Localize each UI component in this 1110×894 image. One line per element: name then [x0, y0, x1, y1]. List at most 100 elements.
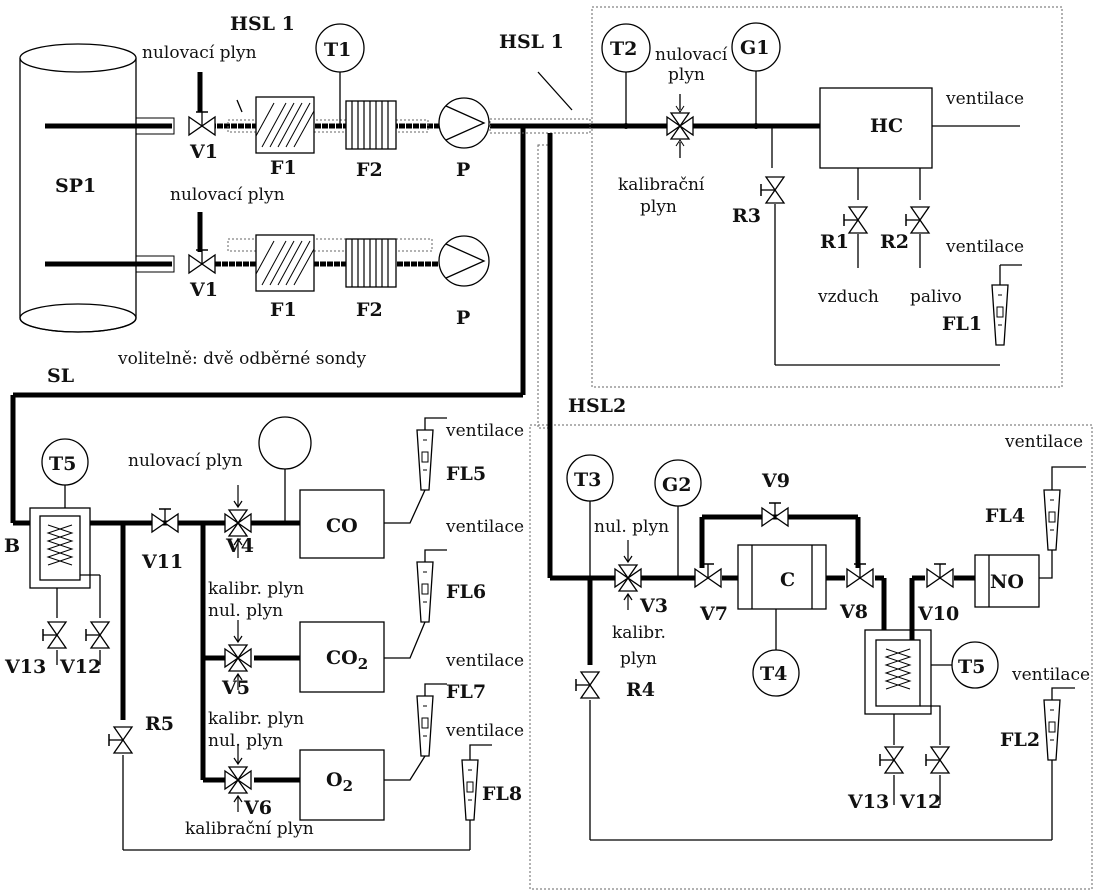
label-fl8: FL8 [482, 783, 522, 805]
analyzer-o2 [299, 749, 385, 821]
label-sp1: SP1 [55, 175, 96, 197]
label-cal-b: plyn [640, 197, 677, 217]
label-r1: R1 [820, 231, 849, 253]
label-f1-top: F1 [270, 157, 297, 179]
label-r5: R5 [145, 713, 174, 735]
valve-v3 [614, 564, 642, 592]
filter-f2-bottom [345, 238, 397, 288]
temperature-gauge-t3 [566, 454, 614, 502]
analyzer-no [974, 554, 1040, 608]
label-v12-left: V12 [59, 656, 101, 678]
label-v6: V6 [243, 797, 272, 819]
label-v5: V5 [221, 677, 250, 699]
label-no: NO [990, 571, 1024, 593]
valve-v12-left [85, 621, 110, 649]
flowmeter-fl7 [416, 695, 434, 757]
label-vent-fl4: ventilace [1004, 432, 1083, 452]
label-g1: G1 [740, 37, 769, 59]
label-r4: R4 [626, 679, 655, 701]
flowmeter-fl8 [461, 759, 479, 821]
temperature-gauge-t5-left [41, 438, 89, 486]
label-r3: R3 [732, 205, 761, 227]
label-v9: V9 [761, 470, 790, 492]
pump-top [438, 97, 490, 149]
heater-left [29, 507, 91, 589]
label-v1-bottom: V1 [189, 279, 218, 301]
no-enclosure [529, 424, 1093, 890]
label-hsl1-right: HSL 1 [499, 31, 564, 53]
label-kalibr-plyn-v5: kalibr. plyn [208, 709, 304, 729]
label-fl5: FL5 [446, 463, 486, 485]
label-kalibr-plyn-v4: kalibr. plyn [208, 579, 304, 599]
filter-f1-bottom [255, 234, 315, 292]
label-vent-fl1: ventilace [945, 237, 1024, 257]
valve-v11 [151, 508, 179, 533]
regulator-r4 [575, 671, 600, 699]
label-v10: V10 [917, 603, 959, 625]
label-cal-gas-v6: kalibrační plyn [185, 819, 314, 839]
regulator-r1 [843, 206, 868, 234]
temperature-gauge-t4 [752, 649, 800, 697]
label-v13-right: V13 [847, 791, 889, 813]
flowmeter-fl1 [991, 284, 1009, 346]
label-p-top: P [456, 159, 470, 181]
label-zero-a: nulovací [655, 45, 728, 65]
label-v7: V7 [699, 603, 728, 625]
flowmeter-fl4 [1043, 489, 1061, 551]
label-v13-left: V13 [4, 656, 46, 678]
label-hsl1-left: HSL 1 [230, 13, 295, 35]
label-cal-a: kalibrační [618, 175, 705, 195]
label-plyn-v3: plyn [620, 649, 657, 669]
pressure-gauge-unlabeled [258, 416, 312, 470]
flowmeter-fl2 [1043, 699, 1061, 761]
label-fl4: FL4 [985, 505, 1025, 527]
label-zero-gas-bottom: nulovací plyn [170, 185, 285, 205]
label-zero-gas-v4: nulovací plyn [128, 451, 243, 471]
filter-f2-top [345, 100, 397, 150]
label-t2: T2 [610, 38, 637, 60]
label-co2: CO2 [326, 647, 368, 673]
valve-hc-3way [666, 112, 694, 140]
label-zero-gas-top: nulovací plyn [142, 43, 257, 63]
valve-v8 [846, 563, 874, 588]
analyzer-co [299, 489, 385, 559]
heater-right [864, 629, 932, 715]
label-fl7: FL7 [446, 681, 486, 703]
label-fl2: FL2 [1000, 729, 1040, 751]
regulator-r2 [905, 206, 930, 234]
label-t3: T3 [574, 469, 601, 491]
label-v4: V4 [225, 535, 254, 557]
label-v8: V8 [839, 601, 868, 623]
filter-f1-top [255, 96, 315, 154]
label-fl6: FL6 [446, 581, 486, 603]
label-vent-fl5: ventilace [445, 421, 524, 441]
label-g2: G2 [662, 474, 691, 496]
pump-bottom [438, 235, 490, 287]
label-air: vzduch [817, 287, 879, 307]
regulator-r5 [108, 726, 133, 754]
valve-v13-left [42, 621, 67, 649]
label-t5-left: T5 [49, 453, 76, 475]
label-f1-bottom: F1 [270, 299, 297, 321]
label-nul-plyn-v6: nul. plyn [208, 731, 283, 751]
valve-v1-bottom [188, 249, 216, 274]
label-o2: O2 [326, 769, 353, 795]
valve-v6 [224, 766, 252, 794]
valve-v7 [694, 563, 722, 588]
label-t5-right: T5 [958, 656, 985, 678]
label-vent-fl7: ventilace [445, 651, 524, 671]
label-v12-right: V12 [899, 791, 941, 813]
label-v1-top: V1 [189, 141, 218, 163]
valve-v9 [761, 502, 789, 527]
valve-v10 [926, 563, 954, 588]
label-f2-bottom: F2 [356, 299, 383, 321]
label-b: B [4, 535, 20, 557]
label-hsl2: HSL2 [568, 395, 626, 417]
label-co: CO [326, 515, 358, 537]
label-optional: volitelně: dvě odběrné sondy [117, 349, 367, 369]
valve-v13-right [879, 746, 904, 774]
label-fl1: FL1 [942, 313, 982, 335]
label-hc: HC [870, 115, 903, 137]
valve-v5 [224, 644, 252, 672]
